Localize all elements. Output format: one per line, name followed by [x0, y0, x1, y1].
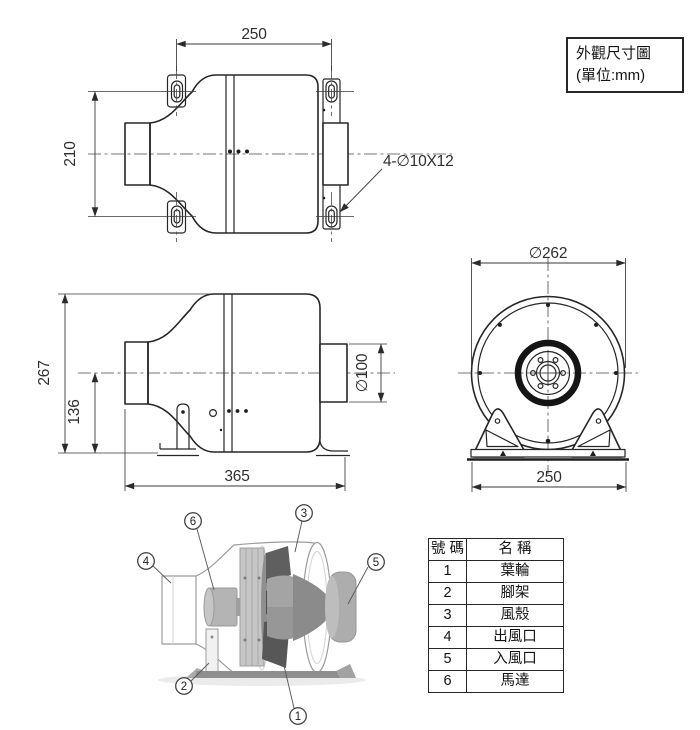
side-view-seam [223, 294, 233, 452]
callout-4: 4 [137, 552, 155, 570]
side-view-foot-bracket [157, 403, 350, 457]
title-box: 外觀尺寸圖 (單位:mm) [566, 37, 684, 93]
parts-table-header-row: 號 碼 名 稱 [428, 538, 564, 561]
front-view-motor-hub [514, 339, 582, 407]
side-view-inlet-duct [319, 343, 348, 403]
front-base-width-value: 250 [536, 469, 562, 486]
side-view-body-outline [147, 293, 321, 453]
cutaway-illustration: 1 2 3 4 5 6 [137, 504, 385, 725]
hole-note: 4-∅10X12 [339, 153, 454, 213]
callout-leader-1 [280, 652, 295, 709]
title-line2: (單位:mm) [576, 67, 646, 84]
callout-5-num: 5 [373, 557, 379, 569]
front-diameter-value: ∅262 [529, 245, 568, 262]
side-view: 267 136 ∅100 365 [36, 293, 395, 491]
dim-side-overall-height: 267 [36, 293, 212, 454]
title-line1: 外觀尺寸圖 [576, 45, 652, 62]
cutaway-outlet-duct [161, 575, 197, 645]
part-name: 風殼 [466, 604, 564, 627]
callout-5: 5 [367, 553, 385, 571]
table-row: 2 腳架 [428, 582, 564, 605]
top-view-inlet-flange [322, 78, 349, 230]
dim-top-width: 250 [176, 26, 332, 71]
dim-front-base-width: 250 [471, 462, 627, 492]
callout-6: 6 [184, 512, 202, 530]
table-row: 4 出風口 [428, 626, 564, 649]
callout-leader-5 [347, 566, 369, 605]
callout-1: 1 [289, 707, 307, 725]
callout-3: 3 [295, 504, 313, 522]
side-overall-height-value: 267 [36, 360, 53, 385]
part-no: 6 [428, 670, 467, 693]
parts-table-header-no: 號 碼 [428, 538, 467, 561]
callout-2: 2 [175, 677, 193, 695]
part-no: 5 [428, 648, 467, 671]
dim-top-height: 210 [62, 91, 196, 217]
callout-4-num: 4 [143, 556, 150, 568]
top-height-value: 210 [62, 141, 79, 167]
part-no: 2 [428, 582, 467, 605]
side-length-value: 365 [224, 468, 249, 485]
callout-3-num: 3 [301, 508, 307, 520]
top-view: 250 210 4-∅10X12 [62, 26, 454, 242]
callout-1-num: 1 [295, 711, 301, 723]
part-name: 入風口 [466, 648, 564, 671]
table-row: 5 入風口 [428, 648, 564, 671]
dim-side-duct-diameter: ∅100 [349, 343, 387, 403]
parts-table: 號 碼 名 稱 1 葉輪 2 腳架 3 風殼 4 出風口 5 入風口 6 馬達 [428, 538, 564, 693]
dim-side-length: 365 [124, 409, 346, 491]
part-no: 3 [428, 604, 467, 627]
part-no: 1 [428, 560, 467, 583]
part-name: 腳架 [466, 582, 564, 605]
top-view-inlet-duct [322, 122, 349, 186]
top-view-slot-centerlines [176, 66, 332, 242]
parts-table-header-name: 名 稱 [466, 538, 564, 561]
cutaway-motor [203, 587, 244, 627]
front-view-feet [467, 408, 629, 461]
hole-note-value: 4-∅10X12 [383, 153, 454, 170]
cutaway-mount-plate [239, 547, 265, 667]
callout-2-num: 2 [181, 681, 187, 693]
top-view-body-outline [149, 74, 319, 234]
cutaway-inlet [325, 571, 357, 643]
callout-leader-4 [152, 565, 172, 584]
dim-side-axis-height: 136 [66, 372, 99, 454]
part-no: 4 [428, 626, 467, 649]
part-name: 出風口 [466, 626, 564, 649]
table-row: 6 馬達 [428, 670, 564, 693]
dim-front-diameter: ∅262 [471, 245, 626, 368]
callout-leader-3 [294, 520, 303, 553]
cutaway-foot [186, 628, 356, 678]
callout-leader-2 [190, 662, 210, 682]
side-view-cable-gland [209, 409, 218, 418]
cutaway-impeller [261, 546, 333, 668]
part-name: 葉輪 [466, 560, 564, 583]
side-axis-height-value: 136 [66, 399, 83, 424]
callout-6-num: 6 [190, 516, 196, 528]
table-row: 3 風殼 [428, 604, 564, 627]
table-row: 1 葉輪 [428, 560, 564, 583]
callout-leader-6 [196, 528, 215, 591]
front-view: ∅262 250 [458, 245, 638, 492]
part-name: 馬達 [466, 670, 564, 693]
top-view-seam [225, 75, 235, 233]
side-duct-diameter-value: ∅100 [354, 353, 371, 392]
top-width-value: 250 [241, 26, 267, 43]
